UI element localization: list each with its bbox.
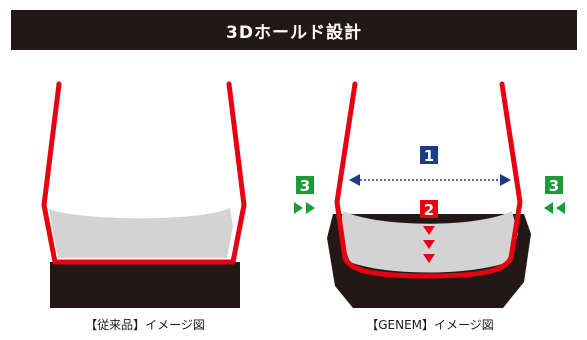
triangle-right-icon [500, 174, 511, 186]
caption-genem: 【GENEM】イメージ図 [366, 318, 494, 332]
section-header: 3Dホールド設計 [11, 10, 577, 50]
conventional-red-outline [41, 81, 247, 265]
header-title: 3Dホールド設計 [226, 22, 362, 43]
genem-product-diagram: 1 2 3 3 [294, 81, 565, 308]
triangle-right-icon [294, 202, 303, 214]
conventional-black-base [50, 262, 240, 308]
conventional-product-diagram [41, 81, 247, 308]
badge-2-label: 2 [424, 201, 434, 219]
badge-1-label: 1 [424, 147, 434, 165]
triangle-down-icon [423, 226, 435, 235]
badge-3-left-label: 3 [300, 177, 310, 195]
caption-conventional: 【従来品】イメージ図 [85, 318, 205, 332]
triangle-right-icon [306, 202, 315, 214]
badge-3-left [296, 176, 314, 194]
triangle-down-icon [423, 240, 435, 249]
badge-3-right-label: 3 [549, 177, 559, 195]
triangle-down-icon [423, 254, 435, 263]
triangle-left-icon [544, 202, 553, 214]
badge-3-right [545, 176, 563, 194]
badge-2 [420, 200, 438, 218]
badge-1 [420, 146, 438, 164]
conventional-gray-fill [49, 208, 233, 258]
triangle-left-icon [349, 174, 360, 186]
triangle-left-icon [556, 202, 565, 214]
genem-red-outline [334, 81, 523, 279]
